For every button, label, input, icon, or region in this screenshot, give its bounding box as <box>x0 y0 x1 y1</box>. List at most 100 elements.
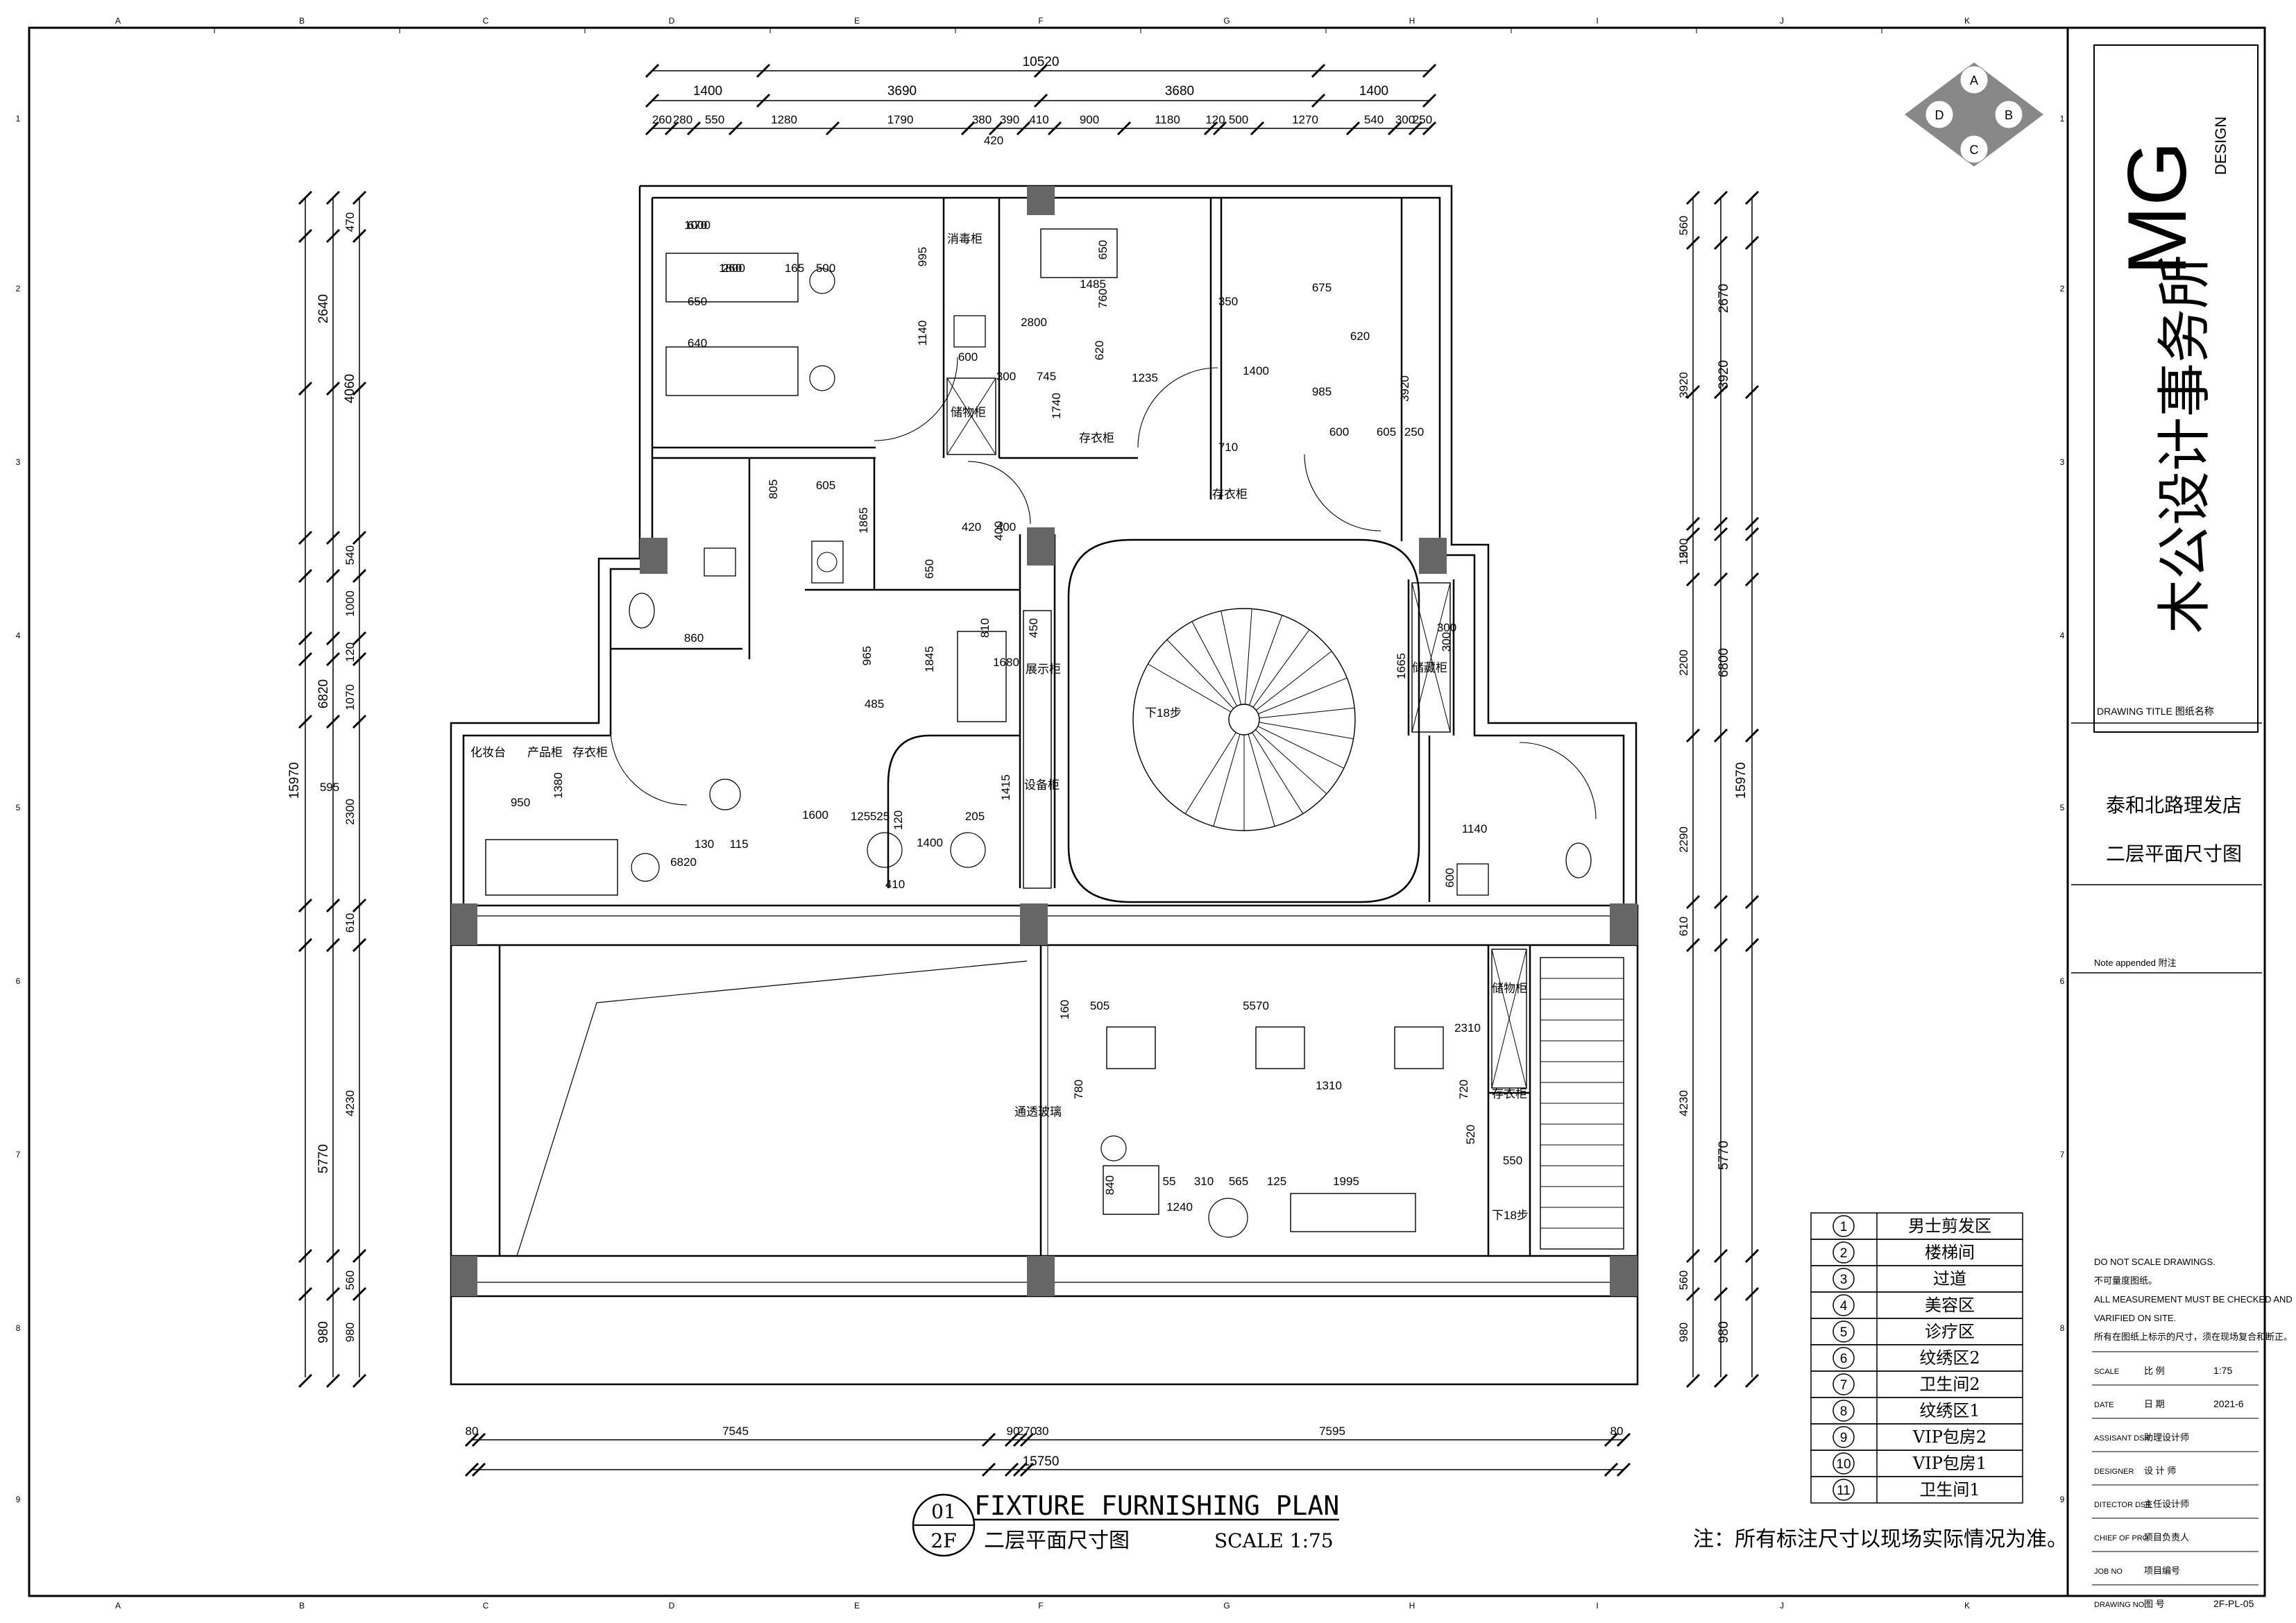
stair-tread <box>1252 732 1304 814</box>
room-dim-label: 650 <box>688 295 707 308</box>
legend-room-name: 卫生间2 <box>1919 1375 1980 1394</box>
dim-left-total: 15970 <box>287 763 302 799</box>
room-dim-label: 745 <box>1037 370 1056 383</box>
room-dim-label: 300 <box>1440 632 1453 652</box>
dim-tick <box>1744 190 1760 205</box>
door-swing <box>610 724 688 806</box>
stair-tread <box>1252 629 1310 708</box>
dim-tick <box>352 1286 367 1302</box>
dim-tick <box>325 530 341 545</box>
legend-number: 3 <box>1840 1273 1848 1287</box>
label-storage-cabinet-3: 储物柜 <box>1492 982 1527 995</box>
dim-tick <box>325 631 341 646</box>
room-dim-label: 2310 <box>1454 1021 1481 1035</box>
logo-letter: B <box>2005 108 2013 122</box>
stair-tread <box>1256 651 1332 711</box>
room-dim-label: 600 <box>958 350 978 364</box>
dim-tick <box>1422 93 1437 108</box>
dim-tick <box>325 1373 341 1388</box>
dim-tick <box>1744 527 1760 542</box>
title-row-key: SCALE <box>2094 1368 2119 1376</box>
dim-tick <box>1012 1462 1028 1477</box>
legend-number: 2 <box>1840 1246 1848 1261</box>
dim-tick <box>298 381 313 396</box>
dim-tick <box>1744 1248 1760 1264</box>
dim-tick <box>1033 93 1048 108</box>
dim-tick <box>1250 121 1265 136</box>
dim-tick <box>471 1432 486 1447</box>
dim-tick <box>325 714 341 729</box>
dim-label: 1070 <box>343 684 357 711</box>
dim-tick <box>1004 1432 1019 1447</box>
legend-room-name: 男士剪发区 <box>1908 1216 1991 1236</box>
stair-tread <box>1148 663 1232 713</box>
dim-tick <box>1744 516 1760 532</box>
dim-tick <box>1685 894 1701 910</box>
legend-number: 4 <box>1840 1299 1848 1314</box>
dim-tick <box>352 898 367 913</box>
grid-col-label: J <box>1780 1601 1784 1611</box>
dim-tick <box>1713 894 1728 910</box>
room-dim-label: 780 <box>1072 1080 1085 1099</box>
room-dim-label: 260 <box>722 262 742 275</box>
dim-tick <box>352 714 367 729</box>
legend-room-name: VIP包房1 <box>1912 1454 1987 1473</box>
dim-label: 560 <box>1677 216 1690 235</box>
dim-label: 3690 <box>887 84 917 99</box>
room-dim-label: 420 <box>962 520 981 534</box>
grid-col-label: I <box>1596 16 1598 26</box>
dim-tick <box>1604 1432 1619 1447</box>
dim-tick <box>1012 1432 1028 1447</box>
room-dim-label: 1665 <box>1395 653 1408 679</box>
sofa <box>957 631 1007 722</box>
logo-letter: D <box>1935 108 1944 122</box>
dim-tick <box>464 1432 479 1447</box>
dim-label: 610 <box>1677 917 1690 936</box>
grid-col-label: D <box>669 16 675 26</box>
legend-room-name: 卫生间1 <box>1919 1480 1980 1499</box>
stool <box>631 853 660 882</box>
dim-label: 2300 <box>343 799 357 825</box>
title-row-key: DESIGNER <box>2094 1468 2134 1476</box>
legend-room-name: 诊疗区 <box>1925 1322 1975 1341</box>
chair <box>1103 1165 1159 1215</box>
dim-tick <box>325 937 341 953</box>
dim-tick <box>325 568 341 584</box>
room-dim-label: 1140 <box>916 321 929 346</box>
room-dim-label: 410 <box>885 878 905 891</box>
dim-tick <box>1685 516 1701 532</box>
dim-tick <box>1685 1373 1701 1388</box>
dim-tick <box>1744 894 1760 910</box>
grid-row-label: 2 <box>2060 284 2065 294</box>
door-swing <box>1137 367 1218 448</box>
room-dim-label: 710 <box>1218 441 1238 454</box>
dim-tick <box>352 568 367 584</box>
grid-row-label: 4 <box>16 631 21 640</box>
firm-logo: A B C D <box>1905 62 2043 167</box>
dim-tick <box>325 652 341 667</box>
dim-tick <box>1685 728 1701 743</box>
grid-col-label: H <box>1409 1601 1415 1611</box>
grid-col-label: K <box>1964 16 1970 26</box>
grid-col-label: F <box>1038 1601 1043 1611</box>
grid-row-label: 4 <box>2060 631 2065 640</box>
label-disinfect-cabinet: 消毒柜 <box>947 232 983 246</box>
dim-tick <box>981 1462 996 1477</box>
legend-number-circle <box>1832 1215 1855 1237</box>
room-dim-label: 5570 <box>1243 999 1269 1012</box>
title-row-value: 1:75 <box>2213 1365 2232 1376</box>
dim-tick <box>988 121 1003 136</box>
dim-tick <box>471 1462 486 1477</box>
door-swing <box>1519 742 1597 819</box>
wall-line <box>887 734 1020 888</box>
room-dim-label: 205 <box>965 810 985 823</box>
dim-tick <box>352 1248 367 1264</box>
bathtub <box>811 541 844 584</box>
dim-label: 980 <box>1717 1321 1731 1343</box>
dim-tick <box>298 568 313 584</box>
grid-row-label: 9 <box>16 1495 21 1504</box>
room-dim-label: 1240 <box>1166 1200 1193 1214</box>
dim-label: 470 <box>343 212 357 232</box>
dim-top-total: 10520 <box>1023 55 1060 69</box>
room-dim-label: 120 <box>892 810 905 830</box>
